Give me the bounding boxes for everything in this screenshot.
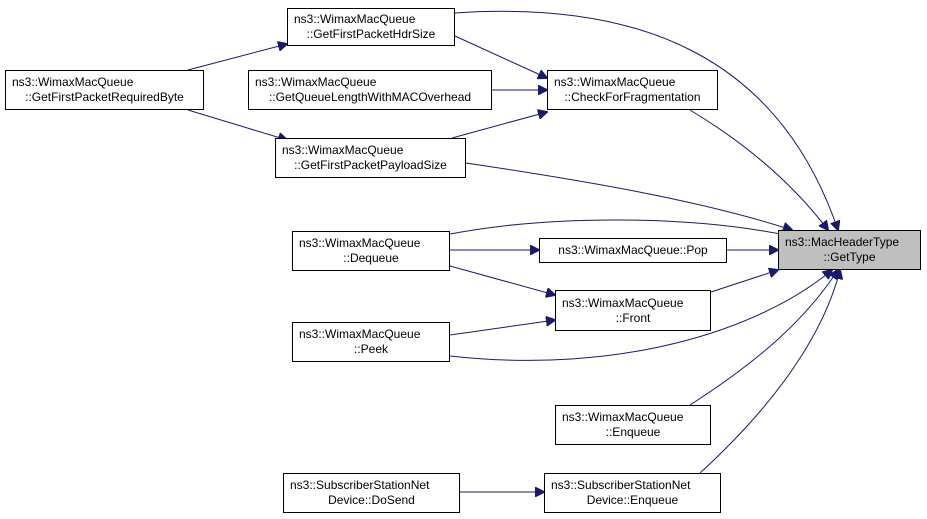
node-get-queue-length-with-mac-overhead[interactable]: ns3::WimaxMacQueue ::GetQueueLengthWithM… xyxy=(248,70,492,110)
edge-front-to-get-type xyxy=(710,270,778,293)
edge-wimax-enqueue-to-get-type xyxy=(689,270,838,406)
edge-get-first-packet-payload-size-to-get-type xyxy=(465,162,792,230)
edge-get-first-packet-payload-size-to-check-for-fragmentation xyxy=(451,112,547,139)
node-do-send-line2: Device::DoSend xyxy=(328,493,415,507)
node-get-first-packet-payload-size[interactable]: ns3::WimaxMacQueue ::GetFirstPacketPaylo… xyxy=(275,138,466,178)
node-check-for-fragmentation-line2: ::CheckForFragmentation xyxy=(564,90,701,104)
node-get-first-packet-required-byte-line1: ns3::WimaxMacQueue xyxy=(12,75,134,89)
node-get-first-packet-hdr-size-line1: ns3::WimaxMacQueue xyxy=(294,12,416,26)
edge-ss-enqueue-to-get-type xyxy=(699,270,840,474)
node-get-first-packet-payload-size-line2: ::GetFirstPacketPayloadSize xyxy=(294,158,447,172)
node-ss-enqueue[interactable]: ns3::SubscriberStationNet Device::Enqueu… xyxy=(544,473,721,513)
node-get-first-packet-hdr-size-line2: ::GetFirstPacketHdrSize xyxy=(306,27,436,41)
node-dequeue-line1: ns3::WimaxMacQueue xyxy=(299,236,421,250)
node-peek[interactable]: ns3::WimaxMacQueue ::Peek xyxy=(292,322,450,362)
edge-dequeue-to-get-type xyxy=(449,219,790,236)
node-get-type[interactable]: ns3::MacHeaderType ::GetType xyxy=(778,230,921,270)
edge-get-first-packet-required-byte-to-get-first-packet-payload-size xyxy=(187,109,287,140)
node-wimax-enqueue-line1: ns3::WimaxMacQueue xyxy=(562,410,684,424)
node-ss-enqueue-line2: Device::Enqueue xyxy=(586,493,679,507)
node-dequeue-line2: ::Dequeue xyxy=(343,251,399,265)
edge-peek-to-get-type xyxy=(449,270,832,361)
node-wimax-enqueue-line2: ::Enqueue xyxy=(605,425,661,439)
node-get-first-packet-required-byte-line2: ::GetFirstPacketRequiredByte xyxy=(25,90,184,104)
node-get-first-packet-hdr-size[interactable]: ns3::WimaxMacQueue ::GetFirstPacketHdrSi… xyxy=(287,8,455,46)
node-do-send-line1: ns3::SubscriberStationNet xyxy=(290,478,430,492)
node-ss-enqueue-line1: ns3::SubscriberStationNet xyxy=(551,478,691,492)
node-get-queue-length-with-mac-overhead-line2: ::GetQueueLengthWithMACOverhead xyxy=(268,90,472,104)
node-pop-line1: ns3::WimaxMacQueue::Pop xyxy=(558,243,708,257)
node-get-type-line1: ns3::MacHeaderType xyxy=(785,235,900,249)
edge-peek-to-front xyxy=(449,320,555,336)
node-peek-line1: ns3::WimaxMacQueue xyxy=(299,327,421,341)
node-front-line1: ns3::WimaxMacQueue xyxy=(562,295,684,310)
edge-get-first-packet-hdr-size-to-get-type xyxy=(454,10,838,230)
node-do-send[interactable]: ns3::SubscriberStationNet Device::DoSend xyxy=(283,473,460,513)
edge-get-first-packet-required-byte-to-get-first-packet-hdr-size xyxy=(187,44,287,71)
node-check-for-fragmentation[interactable]: ns3::WimaxMacQueue ::CheckForFragmentati… xyxy=(547,70,718,110)
edge-check-for-fragmentation-to-get-type xyxy=(689,109,828,230)
node-front-line2: ::Front xyxy=(615,310,651,325)
node-wimax-enqueue[interactable]: ns3::WimaxMacQueue ::Enqueue xyxy=(555,405,711,445)
node-front[interactable]: ns3::WimaxMacQueue ::Front xyxy=(555,290,711,331)
node-get-type-line2: ::GetType xyxy=(823,250,876,264)
node-get-queue-length-with-mac-overhead-line1: ns3::WimaxMacQueue xyxy=(255,75,377,89)
node-peek-line2: ::Peek xyxy=(353,342,389,356)
node-get-first-packet-payload-size-line1: ns3::WimaxMacQueue xyxy=(282,143,404,157)
node-get-first-packet-required-byte[interactable]: ns3::WimaxMacQueue ::GetFirstPacketRequi… xyxy=(5,70,204,110)
node-dequeue[interactable]: ns3::WimaxMacQueue ::Dequeue xyxy=(292,231,450,271)
node-pop[interactable]: ns3::WimaxMacQueue::Pop xyxy=(539,238,727,263)
node-check-for-fragmentation-line1: ns3::WimaxMacQueue xyxy=(554,75,676,89)
edge-get-first-packet-hdr-size-to-check-for-fragmentation xyxy=(454,35,547,78)
edge-dequeue-to-front xyxy=(449,265,555,295)
